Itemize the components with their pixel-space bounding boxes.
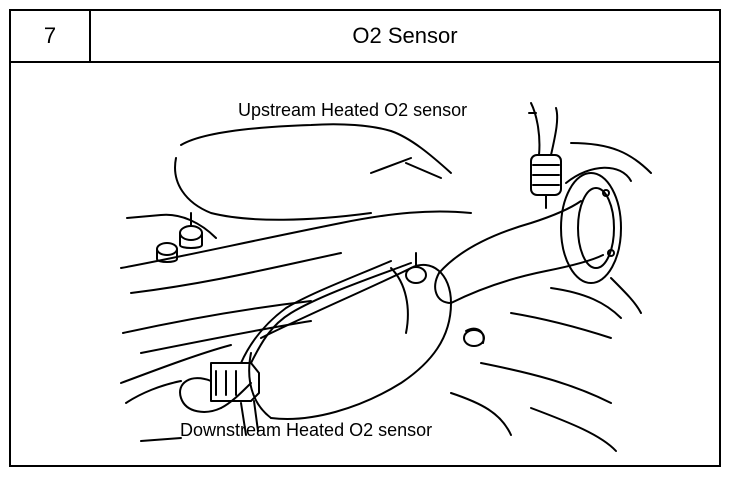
exhaust-illustration — [120, 102, 652, 452]
downstream-o2-sensor — [179, 260, 412, 436]
step-number: 7 — [11, 11, 91, 61]
body-panel-lines — [120, 123, 652, 452]
page-title: O2 Sensor — [352, 23, 458, 48]
upstream-o2-sensor — [530, 102, 562, 209]
downstream-sensor-label: Downstream Heated O2 sensor — [180, 420, 433, 440]
diagram-frame: 7 O2 Sensor — [9, 9, 721, 467]
exhaust-pipe — [434, 200, 604, 304]
header-row: 7 O2 Sensor — [11, 11, 719, 63]
upstream-sensor-label: Upstream Heated O2 sensor — [238, 100, 468, 120]
leader-lines — [140, 112, 537, 442]
catalytic-converter-inlet — [560, 166, 642, 314]
mounting-nuts — [156, 212, 203, 263]
catalytic-converter-body — [248, 252, 485, 420]
